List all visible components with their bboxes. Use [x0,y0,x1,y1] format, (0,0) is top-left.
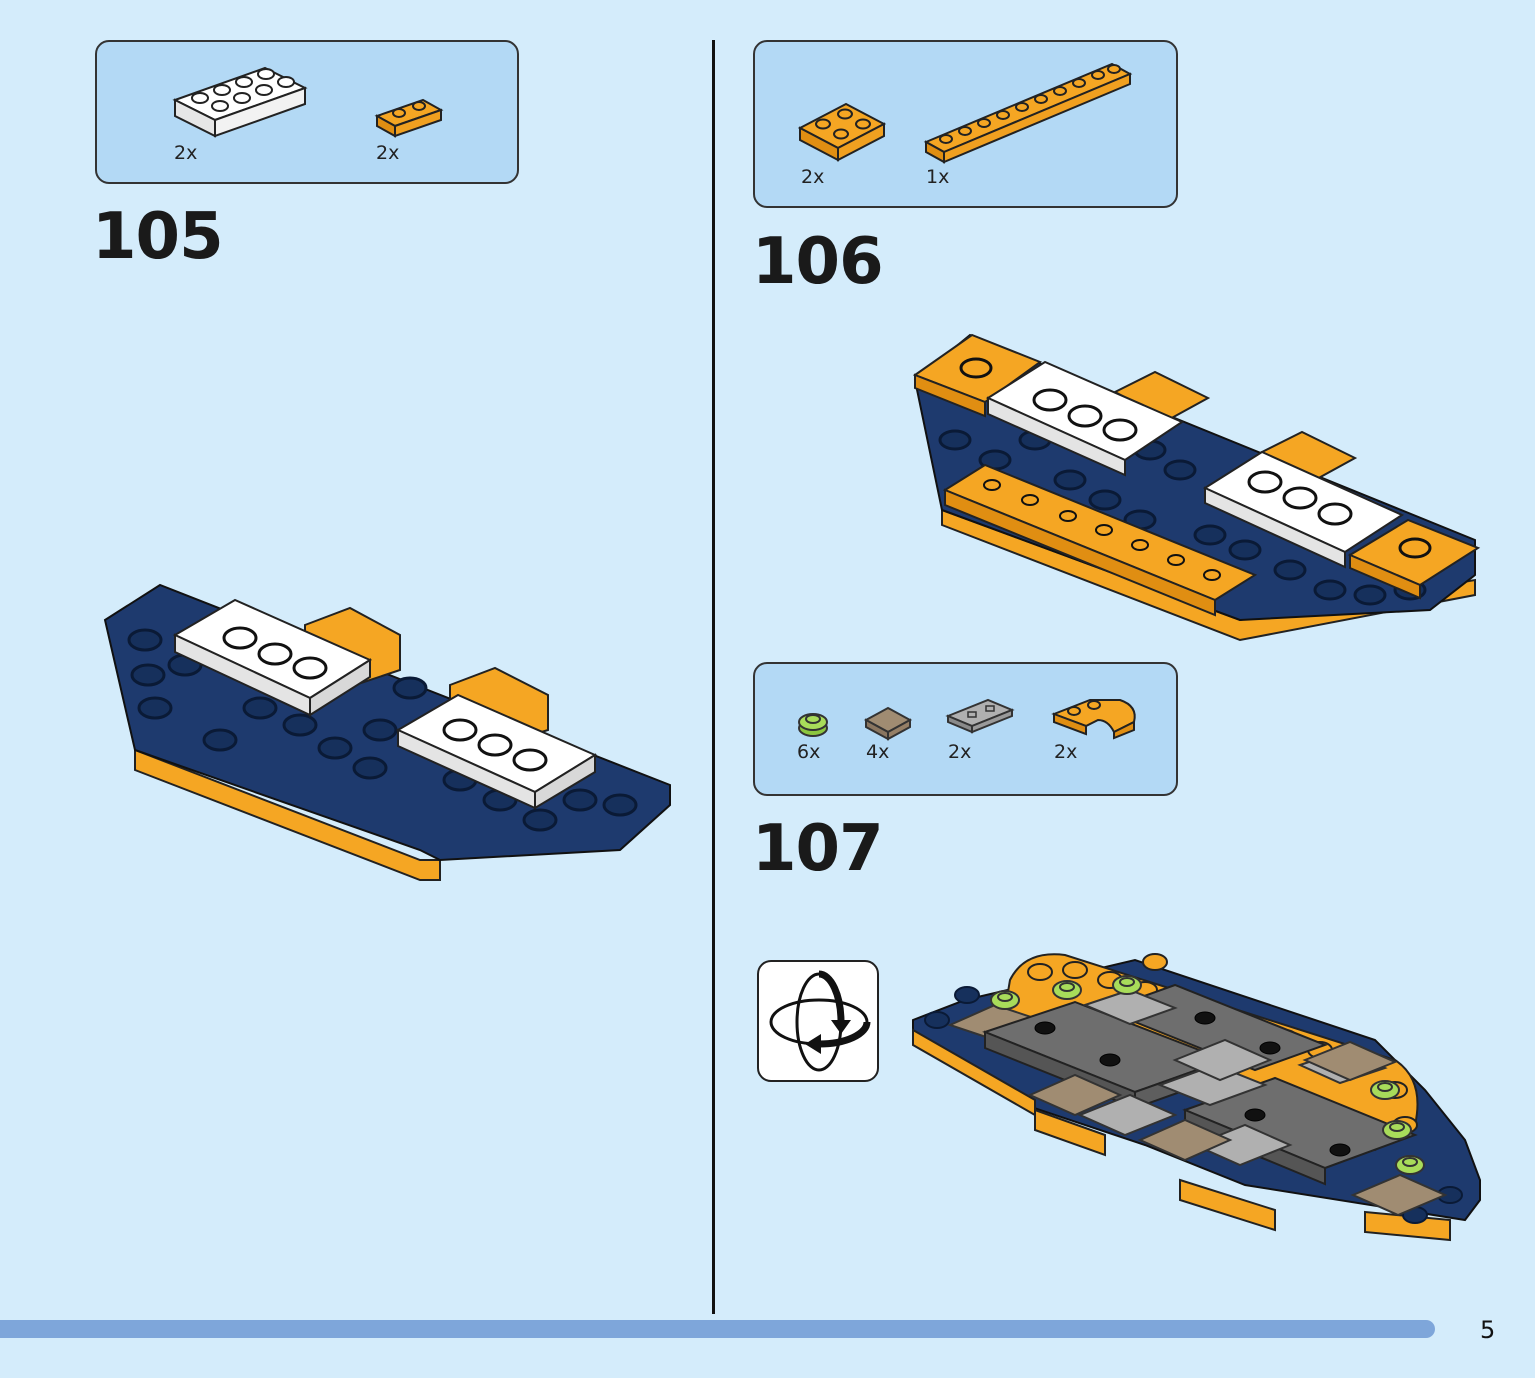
parts-callout-105 [95,40,519,184]
step-number-105: 105 [92,200,224,274]
column-divider [712,40,715,1314]
lime-round-plate-icon [798,713,828,737]
gray-tile-icon [945,698,1015,734]
part-qty: 1x [926,166,950,188]
model-step-105 [103,583,671,881]
part-qty: 2x [174,142,198,164]
orange-curved-plate-icon [1051,699,1136,740]
part-qty: 2x [1054,741,1078,763]
orange-plate-1x2-icon [374,98,444,138]
step-number-107: 107 [752,812,884,886]
page-number: 5 [1480,1316,1496,1344]
part-qty: 2x [948,741,972,763]
orange-plate-2x2-icon [797,102,887,162]
white-plate-2x4-icon [172,66,308,138]
part-qty: 2x [376,142,400,164]
tan-tile-icon [863,706,913,741]
part-qty: 6x [797,741,821,763]
rotate-model-icon [757,960,879,1082]
model-step-107 [912,953,1481,1242]
part-qty: 2x [801,166,825,188]
model-step-106 [912,333,1481,642]
step-number-106: 106 [752,225,884,299]
progress-bar [0,1320,1435,1338]
orange-plate-1x10-icon [923,62,1133,164]
part-qty: 4x [866,741,890,763]
